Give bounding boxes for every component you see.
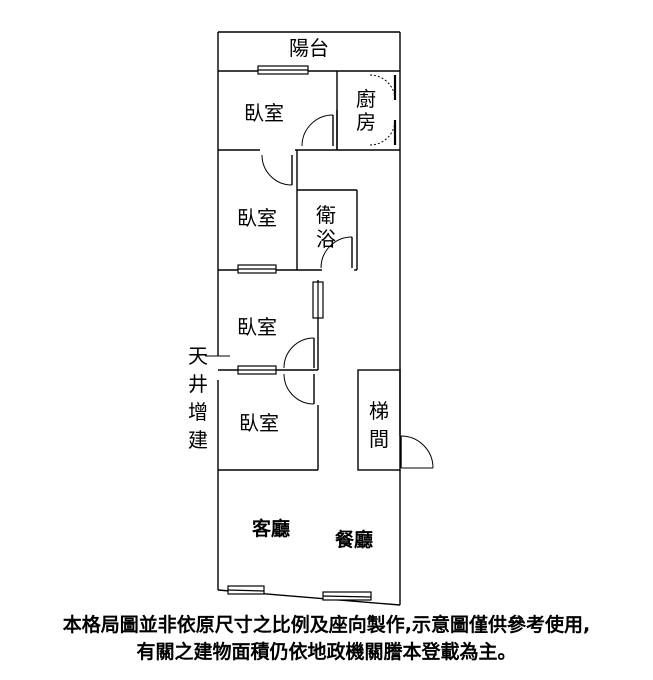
label-stair-2: 間 — [369, 427, 389, 451]
label-bath-1: 衛 — [316, 203, 336, 227]
annotation-char-2: 井 — [188, 372, 208, 396]
annotation-char-1: 天 — [188, 344, 208, 368]
label-kitchen-1: 廚 — [356, 87, 376, 111]
label-bedroom-3: 臥室 — [237, 315, 277, 339]
annotation-char-4: 建 — [188, 428, 208, 452]
stair-room — [357, 369, 401, 471]
disclaimer-line-2: 有關之建物面積仍依地政機關謄本登載為主。 — [136, 641, 517, 663]
annotation-char-3: 增 — [188, 400, 208, 424]
label-bedroom-1: 臥室 — [244, 101, 284, 125]
label-bedroom-4: 臥室 — [239, 411, 279, 435]
disclaimer-line-1: 本格局圖並非依原尺寸之比例及座向製作,示意圖僅供參考使用, — [62, 614, 591, 636]
label-dining: 餐廳 — [335, 528, 373, 551]
label-bath-2: 浴 — [316, 227, 336, 251]
label-living: 客廳 — [252, 517, 290, 540]
floor-plan: 陽台 廚 房 臥室 臥室 衛 浴 臥室 臥室 梯 間 客廳 餐廳 天 井 增 建 — [188, 31, 434, 606]
label-bedroom-2: 臥室 — [237, 206, 277, 230]
label-kitchen-2: 房 — [356, 110, 376, 134]
label-balcony: 陽台 — [289, 36, 329, 60]
label-stair-1: 梯 — [369, 399, 389, 423]
